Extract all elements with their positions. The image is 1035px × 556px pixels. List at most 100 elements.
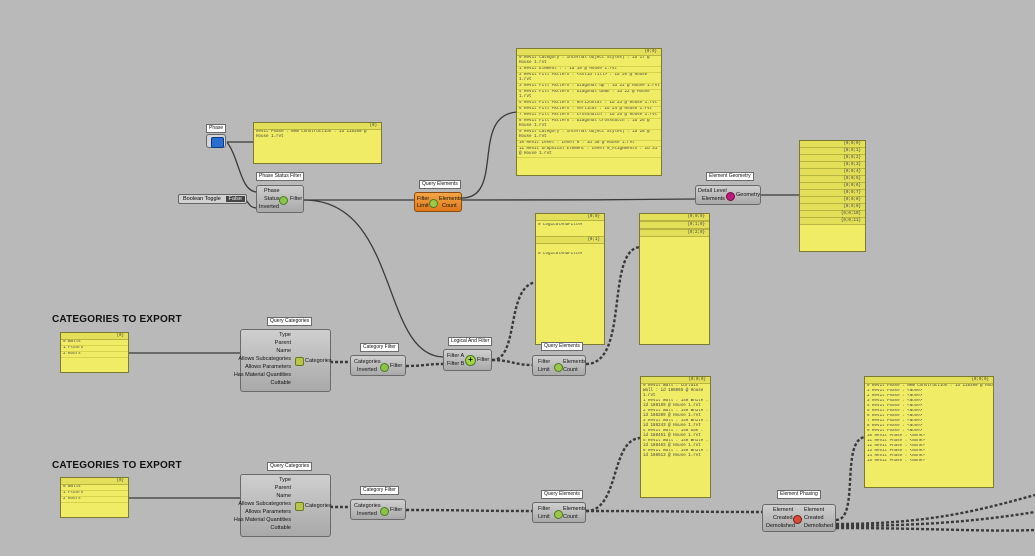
output-count[interactable]: Count xyxy=(442,203,457,209)
input-elements[interactable]: Elements xyxy=(702,196,725,202)
empty-panel[interactable]: {0;0;0} {0;1;0} {0;2;0} xyxy=(639,213,710,345)
elements-panel[interactable]: {0;0} 0 Revit Category : Internal Object… xyxy=(516,48,662,176)
input-filter-a[interactable]: Filter A xyxy=(447,353,465,359)
categories-panel-top[interactable]: {0} 0 Walls 1 Floors 2 Roofs xyxy=(60,332,129,373)
output-geometry[interactable]: Geometry xyxy=(736,192,761,198)
phase-icon xyxy=(211,137,224,148)
categories-panel-header: {0} xyxy=(61,478,128,485)
input-type[interactable]: Type xyxy=(279,332,291,338)
output-demolished[interactable]: Demolished xyxy=(804,523,834,529)
output-filter[interactable]: Filter xyxy=(390,507,403,513)
logical-panel[interactable]: {0;0} 0 LogicalAndFilter {0;1} 0 Logical… xyxy=(535,213,605,345)
input-parent[interactable]: Parent xyxy=(274,485,291,491)
input-type[interactable]: Type xyxy=(279,477,291,483)
input-allows-parameters[interactable]: Allows Parameters xyxy=(245,364,291,370)
walls-panel[interactable]: {0;0;0} 0 Revit Wall : Curtain Wall : id… xyxy=(640,376,711,498)
wire-querybottom-phasing xyxy=(585,509,763,514)
element-list-item: 9 Revit Category : Internal Object Style… xyxy=(517,130,661,141)
category-item: 1 Floors xyxy=(61,491,128,497)
geometry-branch: {0;0;7} xyxy=(800,190,865,197)
input-name[interactable]: Name xyxy=(276,348,291,354)
input-parent[interactable]: Parent xyxy=(274,340,291,346)
output-elements[interactable]: Elements xyxy=(439,196,462,202)
element-list-item: 2 Revit Fill Pattern : <Solid fill> : id… xyxy=(517,73,661,84)
input-status[interactable]: Status xyxy=(264,196,280,202)
category-filter-top[interactable]: Categories Inverted Filter xyxy=(350,355,406,376)
categories-icon xyxy=(295,502,304,511)
input-limit[interactable]: Limit xyxy=(417,203,429,209)
input-inverted[interactable]: Inverted xyxy=(259,204,279,210)
output-categories[interactable]: Categories xyxy=(305,503,332,509)
wire-catfilter-query-bottom xyxy=(405,508,533,513)
phase-status-filter[interactable]: Phase Status Inverted Filter xyxy=(256,185,304,213)
output-created[interactable]: Created xyxy=(804,515,824,521)
phasing-panel-lines: 0 Revit Phase : New Construction : id 11… xyxy=(865,384,993,464)
output-categories[interactable]: Categories xyxy=(305,358,332,364)
output-filter[interactable]: Filter xyxy=(477,357,490,363)
geometry-branch: {0;0;10} xyxy=(800,211,865,218)
input-categories[interactable]: Categories xyxy=(354,503,381,509)
wire-catfilter-logical xyxy=(405,362,444,368)
input-cuttable[interactable]: Cuttable xyxy=(270,380,292,386)
phase-panel[interactable]: (0) Revit Phase : New Construction : id … xyxy=(253,122,382,164)
input-has-material-quantities[interactable]: Has Material Quantities xyxy=(233,372,291,378)
input-allows-subcategories[interactable]: Allows Subcategories xyxy=(238,356,291,362)
input-limit[interactable]: Limit xyxy=(538,367,550,373)
input-inverted[interactable]: Inverted xyxy=(357,367,377,373)
categories-panel-bottom[interactable]: {0} 0 Walls 1 Floors 2 Roofs xyxy=(60,477,129,518)
element-list-item: 0 Revit Category : Internal Object Style… xyxy=(517,56,661,67)
input-phase[interactable]: Phase xyxy=(264,188,280,194)
phase-panel-line: Revit Phase : New Construction : id 1183… xyxy=(256,130,367,139)
wire-phasing-out-3 xyxy=(835,526,1035,532)
input-filter[interactable]: Filter xyxy=(538,359,551,365)
output-elements[interactable]: Elements xyxy=(563,506,586,512)
query-categories-top[interactable]: Type Parent Name Allows Subcategories Al… xyxy=(234,329,332,392)
phase-param[interactable] xyxy=(206,134,226,148)
phase-list-item: 3 Revit Phase : <None> xyxy=(867,399,923,403)
input-has-material-quantities[interactable]: Has Material Quantities xyxy=(233,517,291,523)
input-allows-parameters[interactable]: Allows Parameters xyxy=(245,509,291,515)
query-categories-bottom[interactable]: Type Parent Name Allows Subcategories Al… xyxy=(234,474,332,537)
output-elements[interactable]: Elements xyxy=(563,359,586,365)
input-demolished[interactable]: Demolished xyxy=(766,523,796,529)
phase-list-item: 9 Revit Phase : <None> xyxy=(867,429,923,433)
input-created[interactable]: Created xyxy=(773,515,793,521)
input-inverted[interactable]: Inverted xyxy=(357,511,377,517)
query-elements-mid[interactable]: Filter Limit Elements Count xyxy=(532,355,586,376)
output-element[interactable]: Element xyxy=(804,507,825,513)
wire-logical-panel xyxy=(491,280,538,362)
input-allows-subcategories[interactable]: Allows Subcategories xyxy=(238,501,291,507)
geometry-branch: {0;0;1} xyxy=(800,148,865,155)
category-item: 2 Roofs xyxy=(61,352,128,358)
phasing-panel[interactable]: {0;0;0} 0 Revit Phase : New Construction… xyxy=(864,376,994,488)
phasing-icon xyxy=(793,515,802,524)
output-filter[interactable]: Filter xyxy=(390,363,403,369)
query-elements-main[interactable]: Filter Limit Elements Count xyxy=(414,192,462,212)
geometry-panel[interactable]: {0;0;0}{0;0;1}{0;0;2}{0;0;3}{0;0;4}{0;0;… xyxy=(799,140,866,252)
input-element[interactable]: Element xyxy=(773,507,794,513)
boolean-toggle[interactable]: Boolean Toggle False xyxy=(178,194,247,204)
logical-panel-header-0: {0;0} xyxy=(536,214,604,221)
input-categories[interactable]: Categories xyxy=(354,359,381,365)
input-filter-b[interactable]: Filter B xyxy=(447,361,465,367)
boolean-toggle-value[interactable]: False xyxy=(225,196,245,202)
input-cuttable[interactable]: Cuttable xyxy=(270,525,292,531)
wire-phase-filter-logical xyxy=(303,199,444,358)
input-limit[interactable]: Limit xyxy=(538,514,550,520)
input-name[interactable]: Name xyxy=(276,493,291,499)
phase-list-item: 4 Revit Phase : <None> xyxy=(867,404,923,408)
element-geometry[interactable]: Detail Level Elements Geometry xyxy=(695,185,761,205)
output-count[interactable]: Count xyxy=(563,514,578,520)
category-filter-bottom[interactable]: Categories Inverted Filter xyxy=(350,499,406,520)
section-heading-bottom: CATEGORIES TO EXPORT xyxy=(52,460,182,471)
wall-list-item: 0 Revit Wall : Curtain Wall : id 186065 … xyxy=(643,384,704,398)
logical-and-filter[interactable]: Filter A Filter B + Filter xyxy=(443,349,492,371)
output-count[interactable]: Count xyxy=(563,367,578,373)
input-filter[interactable]: Filter xyxy=(538,506,551,512)
query-elements-bottom[interactable]: Filter Limit Elements Count xyxy=(532,502,586,523)
input-detail-level[interactable]: Detail Level xyxy=(698,188,727,194)
element-phasing[interactable]: Element Created Demolished Element Creat… xyxy=(762,504,836,532)
input-filter[interactable]: Filter xyxy=(417,196,430,202)
output-filter[interactable]: Filter xyxy=(290,196,303,202)
